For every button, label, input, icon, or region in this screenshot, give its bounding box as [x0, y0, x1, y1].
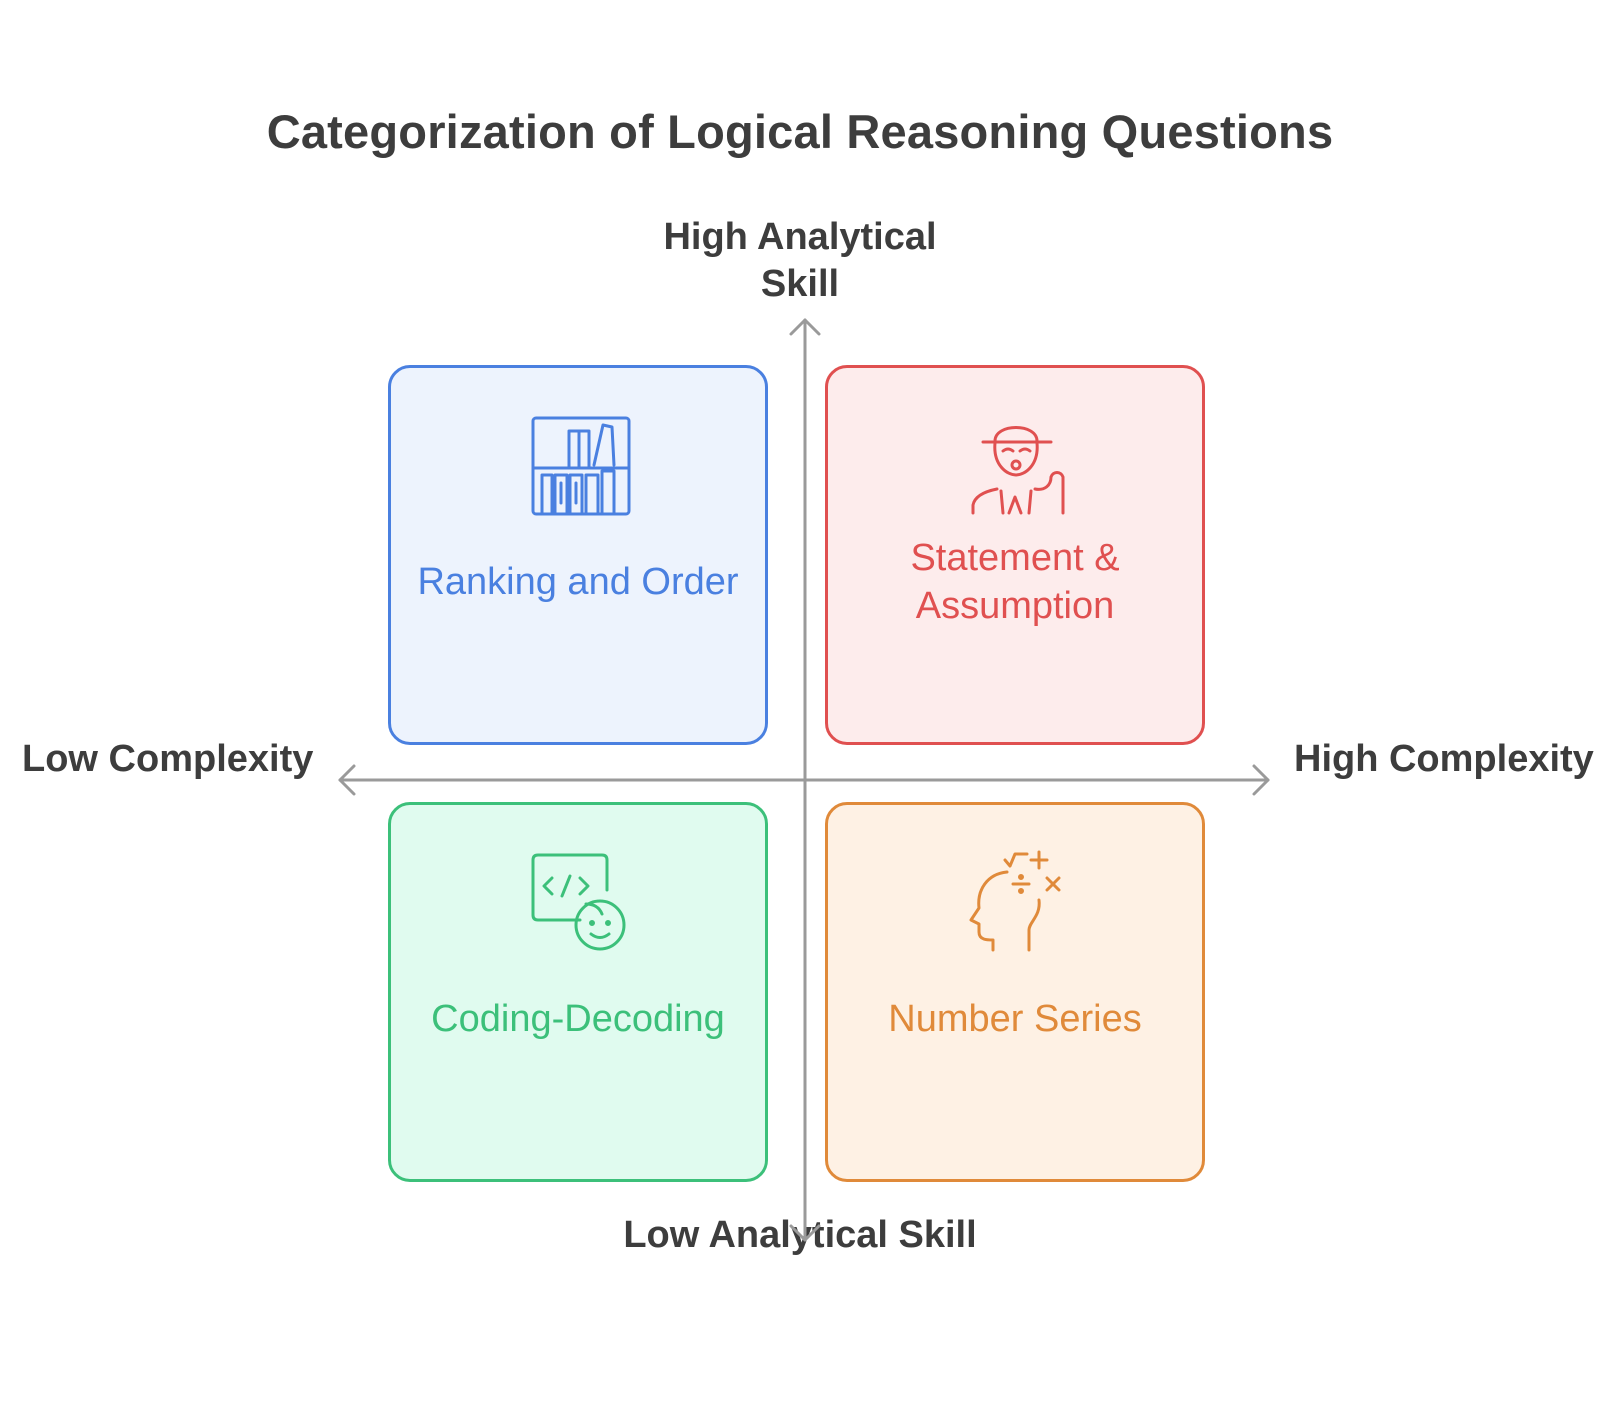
math-head-icon [969, 850, 1061, 952]
quadrant-label: Statement & Assumption [910, 537, 1120, 627]
code-brain-icon [531, 853, 626, 951]
quadrant-ranking-and-order: Ranking and Order [388, 365, 768, 745]
axis-label-right: High Complexity [1294, 738, 1594, 780]
arrow-up [789, 318, 821, 336]
arrow-right [1252, 764, 1270, 796]
quadrant-label: Coding-Decoding [431, 998, 725, 1040]
axis-label-top: High Analytical Skill [663, 216, 937, 305]
quadrant-statement-assumption: Statement & Assumption [825, 365, 1205, 745]
quadrant-label: Ranking and Order [417, 561, 739, 603]
arrow-left [338, 764, 356, 796]
quadrant-coding-decoding: Coding-Decoding [388, 802, 768, 1182]
detective-icon [971, 426, 1065, 515]
axis-label-bottom: Low Analytical Skill [623, 1214, 977, 1256]
page-title: Categorization of Logical Reasoning Ques… [266, 105, 1334, 158]
axis-label-left: Low Complexity [22, 738, 314, 780]
quadrant-label: Number Series [888, 998, 1142, 1040]
quadrant-number-series: Number Series [825, 802, 1205, 1182]
bookshelf-icon [531, 416, 631, 516]
